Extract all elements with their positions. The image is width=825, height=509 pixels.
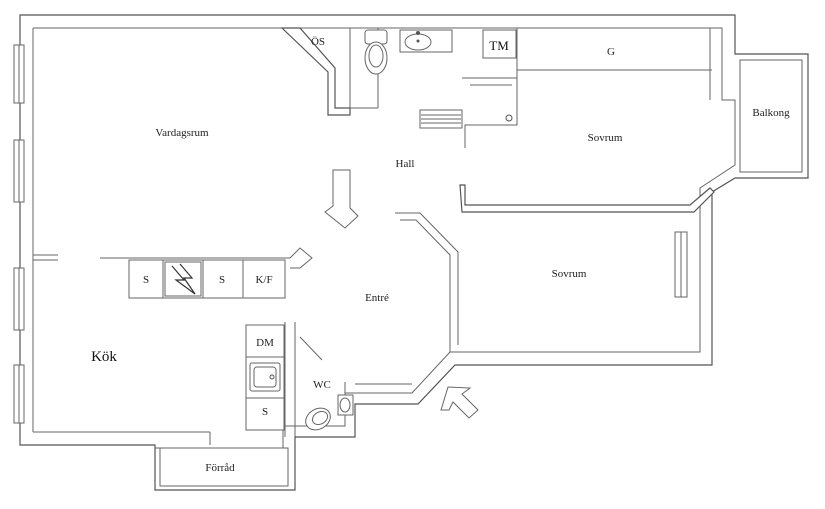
tm-label: TM xyxy=(489,38,509,53)
counter-dm-label: DM xyxy=(256,337,274,349)
sovrum-2-label: Sovrum xyxy=(552,268,587,280)
sovrum-1-label: Sovrum xyxy=(588,132,623,144)
g-label: G xyxy=(607,46,615,58)
hall-label: Hall xyxy=(396,158,415,170)
sink-icon xyxy=(337,394,354,416)
sink-icon xyxy=(249,362,281,392)
counter-kf-label: K/F xyxy=(255,274,272,286)
entrance-arrow-icon xyxy=(440,386,479,419)
outer-walls xyxy=(19,14,809,491)
chimney-icon xyxy=(164,261,202,297)
forrad-room: Förråd xyxy=(159,447,289,487)
sink-icon xyxy=(399,29,453,53)
left-windows xyxy=(13,44,688,424)
vardagsrum-label: Vardagsrum xyxy=(155,127,209,139)
toilet-icon xyxy=(305,407,331,431)
kitchen-counter: S S K/F xyxy=(128,259,286,299)
counter-s2-label: S xyxy=(219,274,225,286)
kok-label: Kök xyxy=(91,349,117,365)
balcony: Balkong xyxy=(739,59,803,173)
bathroom-fixtures: TM xyxy=(364,29,517,129)
balkong-label: Balkong xyxy=(752,107,790,119)
counter-s-label: S xyxy=(143,274,149,286)
entre-label: Entré xyxy=(365,292,389,304)
radiator-icon xyxy=(419,109,463,129)
kitchen-lower-counter: DM S xyxy=(245,324,285,431)
os-label: ÖS xyxy=(311,36,325,48)
wc-fixtures xyxy=(305,394,354,431)
wc-label: WC xyxy=(313,379,331,391)
toilet-icon xyxy=(364,29,388,75)
forrad-label: Förråd xyxy=(205,462,235,474)
counter-s3-label: S xyxy=(262,406,268,418)
